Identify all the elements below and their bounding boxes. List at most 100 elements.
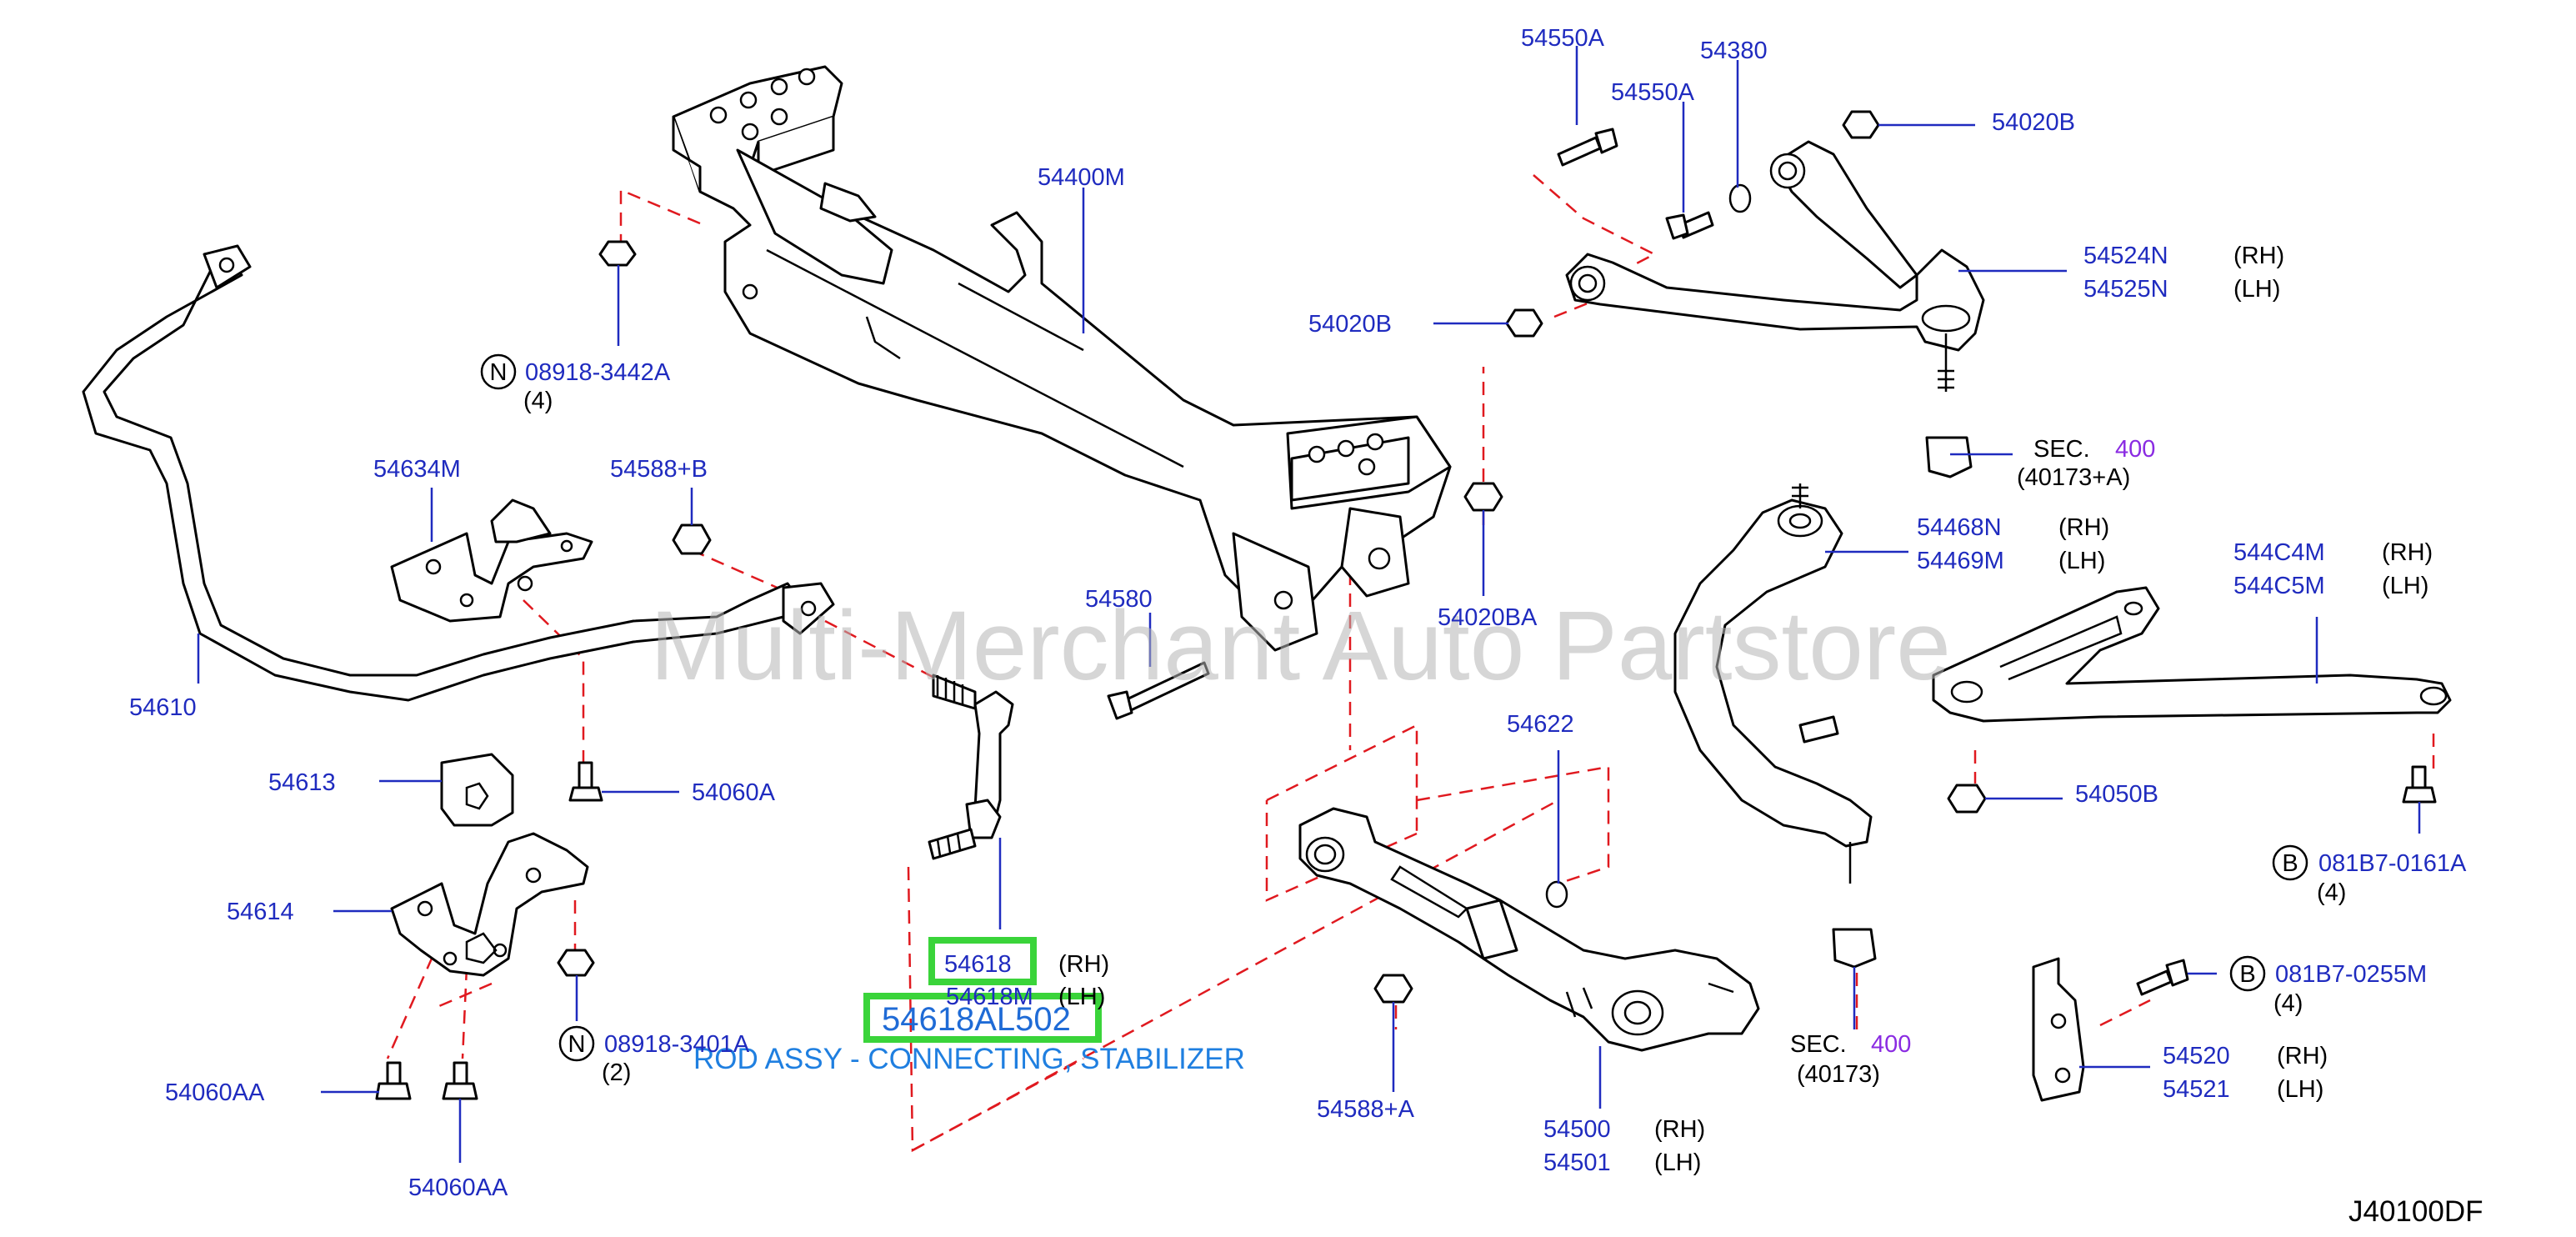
label-54525N-side: (LH) — [2233, 276, 2280, 303]
label-sec400-top-sub: (40173+A) — [2017, 464, 2130, 491]
washer-54380 — [1728, 183, 1752, 213]
label-54618-side: (RH) — [1058, 951, 1109, 978]
bolt-081B7-0255M — [2136, 969, 2173, 996]
label-54060A: 54060A — [692, 779, 776, 806]
circle-n-symbol-top — [480, 353, 517, 390]
connecting-rod-54618 — [928, 674, 1014, 860]
label-54524N: 54524N — [2083, 243, 2168, 269]
label-54469M: 54469M — [1917, 548, 2004, 574]
highlight-description: ROD ASSY - CONNECTING, STABILIZER — [693, 1043, 1245, 1075]
label-54614: 54614 — [227, 899, 294, 925]
label-544C4M-side: (RH) — [2382, 539, 2433, 566]
circle-n-letter-top: N — [490, 359, 508, 386]
label-54469M-side: (LH) — [2058, 548, 2105, 574]
label-08918-3401A-qty: (2) — [602, 1059, 631, 1086]
label-08918-3442A: 08918-3442A — [525, 359, 671, 386]
tension-rod-544C4M — [1932, 586, 2452, 723]
highlight-box-54618 — [928, 937, 1037, 985]
label-54020B-left: 54020B — [1308, 311, 1392, 338]
label-54501: 54501 — [1543, 1149, 1611, 1176]
nut-54588A — [1373, 974, 1413, 1004]
label-081B7-0161A-qty: (4) — [2317, 879, 2346, 906]
label-081B7-0161A: 081B7-0161A — [2318, 850, 2467, 877]
bolt-54550A-top — [1557, 136, 1602, 167]
label-54468N-side: (RH) — [2058, 514, 2109, 541]
label-54520-side: (RH) — [2277, 1043, 2328, 1069]
label-sec400-bottom: SEC. — [1790, 1031, 1847, 1058]
label-54610: 54610 — [129, 694, 197, 721]
leader-lines — [197, 46, 2421, 1163]
label-54525N: 54525N — [2083, 276, 2168, 303]
label-54634M: 54634M — [373, 456, 461, 483]
label-544C5M-side: (LH) — [2382, 573, 2428, 599]
nut-54050B — [1947, 784, 1987, 814]
nut-54020B-left — [1505, 308, 1543, 338]
label-sec400-bottom-number: 400 — [1871, 1031, 1911, 1058]
label-54060AA-bottom: 54060AA — [408, 1174, 508, 1201]
circle-b-letter-top: B — [2282, 850, 2298, 877]
label-sec400-top: SEC. — [2033, 436, 2090, 463]
lower-arm-54500 — [1298, 807, 1760, 1052]
label-54580: 54580 — [1085, 586, 1153, 613]
part-labels: 54550A 54550A 54380 54020B 54400M 54524N… — [129, 25, 2483, 1228]
nut-54020BA — [1463, 482, 1503, 512]
bushing-sec400-bottom — [1832, 928, 1877, 969]
label-54020BA: 54020BA — [1438, 604, 1538, 631]
upper-arm-54524N — [1565, 140, 1985, 392]
bracket-54520 — [2032, 957, 2085, 1102]
knuckle-54468N — [1673, 483, 1873, 884]
label-54588A: 54588+A — [1317, 1096, 1415, 1123]
label-54618M: 54618M — [946, 984, 1033, 1010]
label-54468N: 54468N — [1917, 514, 2002, 541]
label-54550A-mid: 54550A — [1611, 79, 1695, 106]
label-08918-3442A-qty: (4) — [523, 388, 553, 414]
washer-54622 — [1545, 880, 1568, 909]
circle-n-letter-bottom: N — [568, 1031, 586, 1058]
label-54622: 54622 — [1507, 711, 1574, 738]
highlight-box-54618AL502 — [863, 993, 1102, 1043]
label-544C5M: 544C5M — [2233, 573, 2325, 599]
label-sec400-top-number: 400 — [2115, 436, 2155, 463]
circle-b-symbol-bottom — [2229, 955, 2266, 992]
fasteners — [375, 110, 2437, 1100]
label-sec400-bottom-sub: (40173) — [1797, 1061, 1880, 1088]
bracket-54634M — [390, 498, 593, 623]
circle-b-symbol-top — [2272, 844, 2308, 881]
circle-n-symbol-bottom — [558, 1025, 595, 1062]
label-54060AA-left: 54060AA — [165, 1079, 265, 1106]
bushing-54613 — [440, 753, 514, 827]
label-54524N-side: (RH) — [2233, 243, 2284, 269]
bracket-54614 — [390, 832, 589, 977]
bushing-sec400-top — [1925, 436, 1973, 478]
label-54521: 54521 — [2163, 1076, 2230, 1103]
nut-08918-3442A — [598, 240, 637, 267]
nut-08918-3401A — [557, 949, 595, 977]
label-54020B-top: 54020B — [1992, 109, 2075, 136]
nut-54020B-top — [1842, 110, 1880, 139]
circled-symbols: N N B B — [480, 353, 2308, 1062]
nut-54588B — [672, 523, 712, 555]
label-544C4M: 544C4M — [2233, 539, 2325, 566]
label-54400M: 54400M — [1038, 164, 1125, 191]
highlight-boxes — [863, 937, 1102, 1043]
label-08918-3401A: 08918-3401A — [604, 1031, 750, 1058]
watermark: Multi-Merchant Auto Partstore — [650, 591, 1951, 701]
label-54050B: 54050B — [2075, 781, 2158, 808]
label-54380: 54380 — [1700, 38, 1768, 64]
circle-b-letter-bottom: B — [2239, 961, 2255, 988]
label-54618: 54618 — [944, 951, 1012, 978]
label-54500: 54500 — [1543, 1116, 1611, 1143]
label-54618M-side: (LH) — [1058, 984, 1105, 1010]
label-54501-side: (LH) — [1654, 1149, 1701, 1176]
stabilizer-bar-54610 — [82, 244, 835, 702]
label-54521-side: (LH) — [2277, 1076, 2323, 1103]
label-54588B: 54588+B — [610, 456, 708, 483]
diagram-code: J40100DF — [2348, 1195, 2483, 1228]
label-081B7-0255M: 081B7-0255M — [2275, 961, 2427, 988]
label-54550A-top: 54550A — [1521, 25, 1605, 52]
label-54520: 54520 — [2163, 1043, 2230, 1069]
highlight-part-number: 54618AL502 — [882, 1001, 1071, 1038]
crossmember-54400M — [672, 65, 1452, 652]
label-081B7-0255M-qty: (4) — [2273, 990, 2303, 1017]
